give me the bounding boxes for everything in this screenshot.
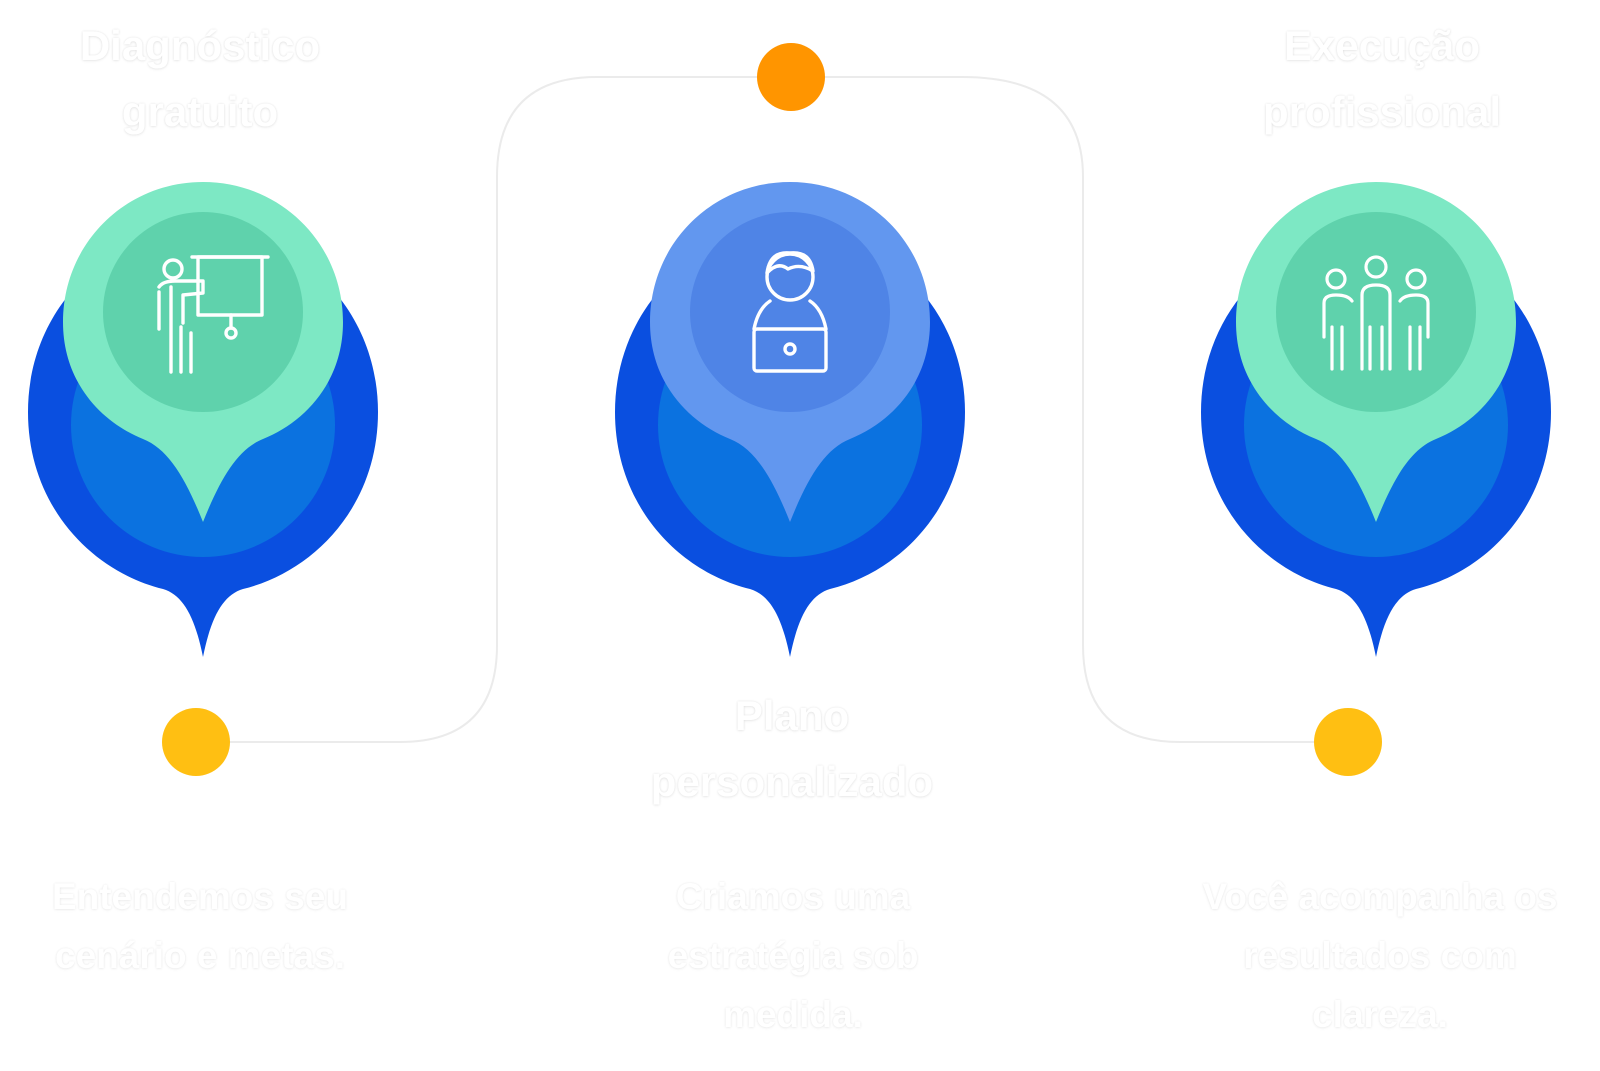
step-1-title-line-1: Diagnóstico [79, 22, 321, 69]
step-2-desc-line-3: medida. [723, 994, 863, 1035]
step-3-description: Você acompanha os resultados com clareza… [1160, 867, 1600, 1044]
step-2-dot [757, 43, 825, 111]
step-1-description: Entendemos seu cenário e metas. [0, 867, 420, 985]
step-1-head-pin [63, 182, 343, 522]
step-3-pin [1201, 182, 1551, 657]
step-2-title-line-2: personalizado [650, 758, 934, 805]
step-3-desc-line-3: clareza. [1312, 994, 1448, 1035]
step-1-pin [28, 182, 378, 657]
laptop-user-icon [752, 251, 828, 373]
step-3-desc-line-1: Você acompanha os [1202, 876, 1558, 917]
team-icon [1322, 255, 1430, 371]
step-1-desc-line-2: cenário e metas. [55, 935, 345, 976]
step-3-head-pin [1236, 182, 1516, 522]
step-1-desc-line-1: Entendemos seu [51, 876, 349, 917]
step-2-desc-line-2: estratégia sob [667, 935, 919, 976]
presentation-icon [157, 255, 270, 374]
step-1-title-line-2: gratuito [121, 88, 279, 135]
step-2-title: Plano personalizado [592, 683, 992, 815]
step-3-dot [1314, 708, 1382, 776]
step-3-title-line-1: Execução [1283, 22, 1481, 69]
step-1-dot [162, 708, 230, 776]
step-2-description: Criamos uma estratégia sob medida. [573, 867, 1013, 1044]
step-2-desc-line-1: Criamos uma [675, 876, 911, 917]
step-3-title: Execução profissional [1182, 13, 1582, 145]
step-3-desc-line-2: resultados com [1243, 935, 1517, 976]
step-2-head-pin [650, 182, 930, 522]
step-2-pin [615, 182, 965, 657]
step-3-title-line-2: profissional [1262, 88, 1502, 135]
step-2-title-line-1: Plano [734, 692, 850, 739]
step-1-title: Diagnóstico gratuito [0, 13, 400, 145]
